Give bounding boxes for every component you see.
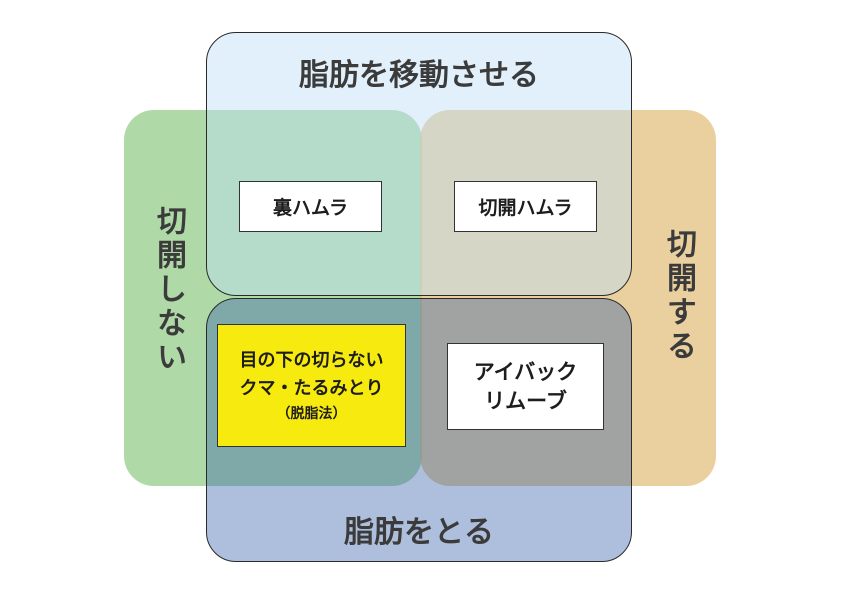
region-move-fat	[206, 32, 632, 296]
box-fat-removal-line2: クマ・たるみとり	[239, 377, 384, 399]
box-fat-removal-line1: 目の下の切らない	[239, 349, 384, 371]
box-eyebag-line2: リムーブ	[484, 388, 567, 413]
label-incision: 切開する	[661, 228, 696, 364]
label-remove-fat: 脂肪をとる	[344, 515, 494, 550]
box-incision-hamra: 切開ハムラ	[454, 181, 597, 232]
box-eyebag-line1: アイバック	[473, 359, 578, 384]
box-fat-removal-method: 目の下の切らない クマ・たるみとり （脱脂法）	[217, 324, 406, 447]
box-fat-removal-line3: （脱脂法）	[276, 405, 347, 422]
box-eyebag-removal: アイバック リムーブ	[447, 343, 604, 430]
box-ura-hamra: 裏ハムラ	[239, 181, 382, 232]
label-move-fat: 脂肪を移動させる	[299, 58, 539, 93]
label-no-incision: 切開しない	[151, 205, 186, 375]
